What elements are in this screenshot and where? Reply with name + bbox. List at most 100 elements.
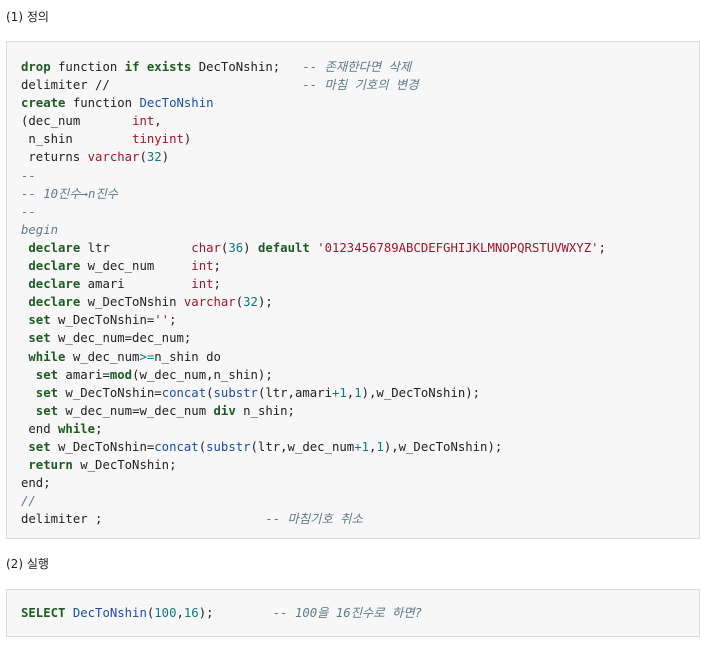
code-type: tinyint: [132, 132, 184, 147]
code-operator: +: [354, 439, 362, 454]
code-text-span: ;: [598, 240, 606, 255]
code-text-span: amari: [80, 277, 192, 292]
code-keyword: set: [21, 367, 59, 382]
code-type: int: [132, 114, 155, 129]
code-keyword: set: [21, 331, 51, 346]
code-text-span: (ltr,w_dec_num: [250, 439, 355, 454]
code-keyword: set: [21, 403, 59, 418]
code-type: int: [191, 277, 214, 292]
code-text-span: ;: [169, 313, 177, 328]
code-keyword: declare: [21, 295, 81, 310]
code-block-definition: drop function if exists DecToNshin; -- 존…: [6, 41, 700, 539]
code-comment: //: [21, 494, 36, 509]
code-keyword: declare: [21, 259, 81, 274]
code-text-span: (dec_num: [21, 114, 133, 129]
code-string: '': [154, 313, 170, 328]
code-text-span: ),w_DecToNshin);: [361, 385, 481, 400]
code-comment: -- 10진수→n진수: [21, 186, 119, 201]
code-text-span: w_DecToNshin=: [50, 439, 155, 454]
code-text-span: (: [139, 150, 147, 165]
code-text-span: ): [243, 240, 258, 255]
code-keyword: declare: [21, 277, 81, 292]
code-text-span: );: [257, 295, 273, 310]
code-text-span: w_DecToNshin;: [72, 458, 177, 473]
code-keyword: create: [21, 96, 66, 111]
code-text: SELECT DecToNshin(100,16); -- 100을 16진수로…: [21, 604, 422, 622]
code-text-span: [139, 60, 146, 74]
code-function: concat: [154, 439, 199, 454]
code-function: concat: [161, 385, 207, 400]
code-number: 36: [228, 240, 244, 255]
code-text-span: ,: [154, 114, 162, 129]
code-comment: -- 100을 16진수로 하면?: [272, 606, 423, 620]
code-comment: -- 마침기호 취소: [265, 512, 363, 527]
code-text-span: ),w_DecToNshin);: [383, 439, 503, 454]
code-text-span: end;: [21, 476, 51, 491]
code-keyword: default: [257, 240, 310, 255]
code-keyword: exists: [146, 60, 192, 74]
code-number: 1: [339, 385, 347, 400]
code-type: varchar: [87, 150, 140, 165]
code-operator: >=: [139, 349, 155, 364]
code-text-span: n_shin: [21, 132, 133, 147]
code-text-span: returns: [21, 150, 88, 165]
code-text-span: amari=: [58, 367, 110, 382]
code-text-span: [65, 606, 72, 620]
code-text-span: w_dec_num=w_dec_num: [58, 403, 214, 418]
code-number: 100: [154, 606, 177, 620]
code-function: substr: [213, 385, 258, 400]
code-type: char: [191, 240, 221, 255]
code-function: substr: [206, 439, 251, 454]
code-text-span: ;: [213, 259, 221, 274]
code-text-span: (w_dec_num,n_shin);: [132, 367, 273, 382]
code-keyword: drop: [21, 60, 51, 74]
code-keyword: SELECT: [21, 606, 66, 620]
code-text-span: w_dec_num: [65, 349, 140, 364]
code-text-span: DecToNshin;: [191, 60, 303, 74]
code-type: varchar: [183, 295, 236, 310]
code-number: 32: [243, 295, 258, 310]
code-comment: begin: [21, 222, 59, 237]
code-keyword: while: [21, 349, 66, 364]
code-keyword: return: [21, 458, 73, 473]
code-text-span: w_DecToNshin=: [50, 313, 155, 328]
code-text-span: (: [198, 439, 207, 454]
code-keyword: mod: [109, 367, 133, 382]
code-text-span: (: [206, 385, 214, 400]
code-text-span: w_DecToNshin=: [58, 385, 162, 400]
code-string: '0123456789ABCDEFGHIJKLMNOPQRSTUVWXYZ': [317, 240, 599, 255]
code-number: 1: [354, 385, 362, 400]
code-text: drop function if exists DecToNshin; -- 존…: [21, 58, 606, 528]
code-number: 16: [183, 606, 199, 620]
code-text-span: ): [183, 132, 192, 147]
code-text-span: );: [198, 606, 273, 620]
code-text-span: n_shin;: [235, 403, 295, 418]
code-function: DecToNshin: [72, 606, 147, 620]
code-keyword: if: [124, 60, 140, 74]
code-keyword: set: [21, 313, 51, 328]
code-text-span: ltr: [80, 240, 192, 255]
code-text-span: ): [161, 150, 170, 165]
code-comment: -- 존재한다면 삭제: [302, 60, 412, 74]
code-text-span: w_DecToNshin: [80, 295, 184, 310]
code-keyword: div: [213, 403, 236, 418]
code-keyword: declare: [21, 240, 81, 255]
code-number: 32: [146, 150, 162, 165]
code-block-execution: SELECT DecToNshin(100,16); -- 100을 16진수로…: [6, 589, 700, 637]
code-function: DecToNshin: [139, 96, 214, 111]
code-keyword: set: [21, 439, 51, 454]
code-text-span: function: [50, 60, 125, 74]
code-text-span: w_dec_num=dec_num;: [50, 331, 192, 346]
code-comment: --: [21, 204, 36, 219]
code-text-span: (: [235, 295, 244, 310]
code-text-span: (: [146, 606, 155, 620]
code-text-span: delimiter //: [21, 78, 303, 93]
code-comment: -- 마침 기호의 변경: [302, 78, 419, 93]
code-text-span: ,: [176, 606, 184, 620]
code-number: 1: [361, 439, 369, 454]
section-heading-execution: (2) 실행: [6, 557, 49, 571]
code-comment: --: [21, 168, 36, 183]
code-text-span: ;: [213, 277, 221, 292]
code-text-span: ;: [95, 421, 103, 436]
code-text-span: delimiter ;: [21, 512, 266, 527]
